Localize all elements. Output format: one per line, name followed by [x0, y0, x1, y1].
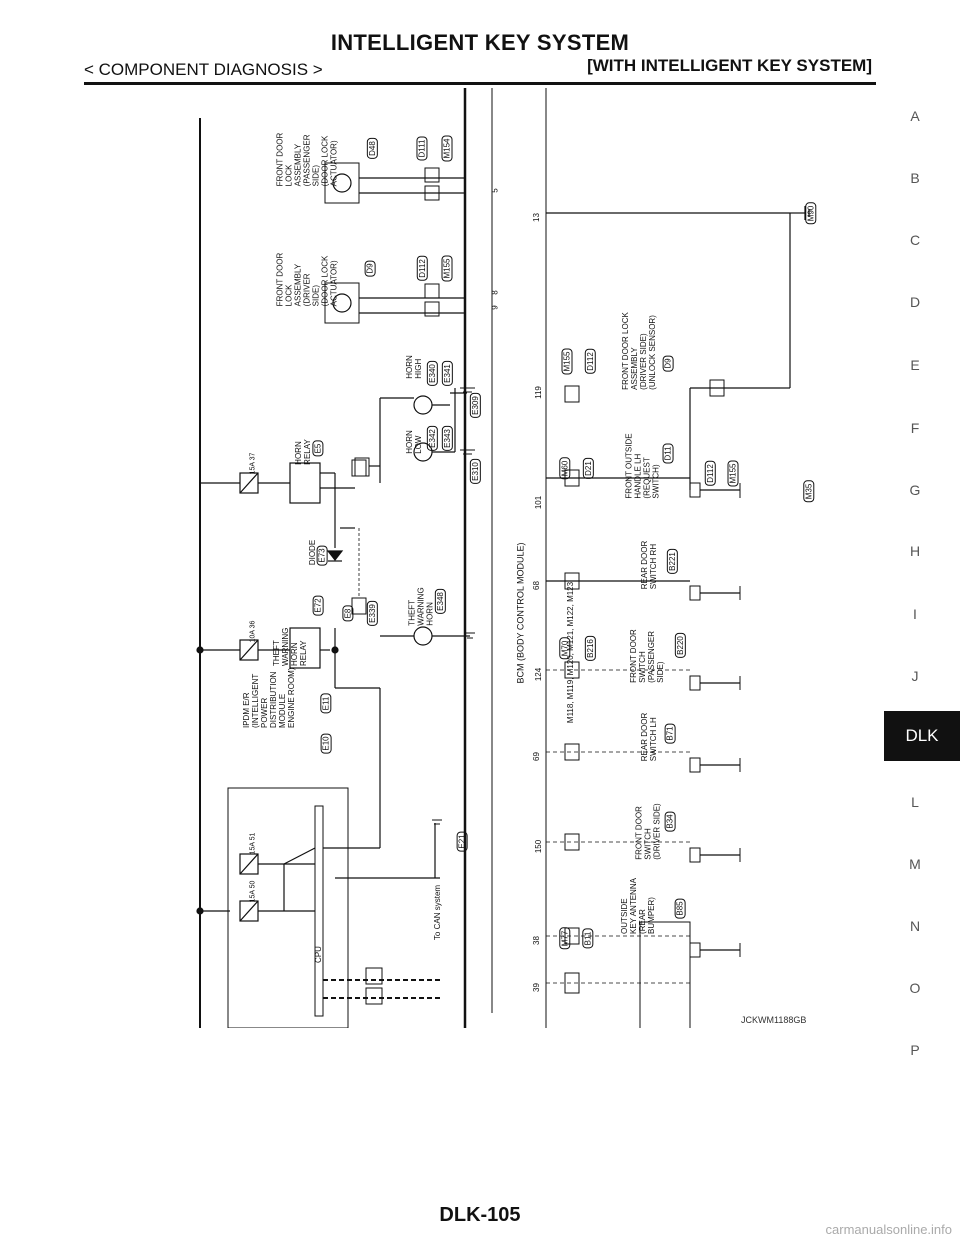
side-tab-active[interactable]: DLK: [884, 711, 960, 761]
antenna-inline-1: M77: [559, 927, 571, 950]
request-inline2-2: M155: [727, 460, 739, 487]
side-letter-d[interactable]: D: [909, 294, 921, 310]
actuator-driver-connector: D9: [364, 260, 376, 277]
diode-connector: E73: [316, 545, 328, 566]
diagram-id: JCKWM1188GB: [741, 1015, 807, 1025]
sw-front-pass-inline-1: M70: [559, 637, 571, 660]
horn-low-connector-2: E343: [441, 426, 453, 451]
ipdm-connector-e11: E11: [320, 693, 332, 714]
header-rule: [84, 82, 876, 85]
horn-relay-connector: E5: [312, 440, 324, 457]
side-letter-c[interactable]: C: [909, 232, 921, 248]
horn-low-connector-1: E342: [426, 426, 438, 451]
bcm-pin-13: 13: [531, 213, 541, 222]
horn-high-connector-1: E340: [426, 361, 438, 386]
junction-connector-e339: E339: [366, 601, 378, 626]
ipdm-fuse-51: 15A 51: [249, 832, 257, 855]
unlock-inline-2: D112: [584, 349, 596, 374]
side-letter-l[interactable]: L: [911, 794, 919, 810]
variant-label: [WITH INTELLIGENT KEY SYSTEM]: [587, 56, 872, 75]
bcm-label: BCM (BODY CONTROL MODULE): [515, 542, 526, 684]
side-letter-p[interactable]: P: [910, 1042, 920, 1058]
watermark: carmanualsonline.info: [825, 1222, 952, 1237]
actuator-pass-inline-1: D111: [416, 136, 428, 161]
theft-relay-connector: E72: [312, 595, 324, 616]
request-inline-1: M60: [559, 457, 571, 480]
actuator-pass-connector: D48: [366, 138, 378, 159]
ground-e309: E309: [469, 393, 481, 418]
side-letter-j[interactable]: J: [911, 668, 919, 684]
sw-rear-lh-connector: B71: [664, 723, 676, 744]
ground-e21: E21: [456, 831, 468, 852]
side-letter-b[interactable]: B: [910, 170, 920, 186]
ground-m90: M90: [805, 202, 817, 225]
request-switch-connector: D11: [662, 443, 674, 464]
actuator-driver-inline-2: M155: [441, 255, 453, 282]
ground-e310: E310: [469, 459, 481, 484]
bcm-pin-150: 150: [534, 839, 544, 854]
side-letter-o[interactable]: O: [909, 980, 921, 996]
ipdm-cpu: CPU: [313, 946, 323, 963]
bcm-pin-69: 69: [531, 752, 541, 761]
actuator-driver-inline-1: D112: [416, 256, 428, 281]
request-inline2-1: D112: [704, 461, 716, 486]
antenna-inline-2: B11: [582, 928, 594, 949]
side-letter-g[interactable]: G: [909, 482, 921, 498]
side-letter-h[interactable]: H: [909, 543, 921, 559]
unlock-sensor-connector: D9: [662, 355, 674, 372]
bcm-pin-119: 119: [533, 386, 543, 399]
fuse-37: 15A 37: [249, 452, 257, 475]
unlock-inline-1: M155: [561, 348, 573, 375]
side-letter-f[interactable]: F: [910, 420, 920, 436]
theft-horn-connector: E348: [434, 589, 446, 614]
bcm-pin-5: 5: [490, 188, 500, 193]
sw-front-pass-inline-2: B216: [584, 636, 596, 661]
horn-high-connector-2: E341: [441, 361, 453, 386]
page-title: INTELLIGENT KEY SYSTEM: [330, 30, 630, 55]
bcm-pin-39: 39: [531, 983, 541, 992]
antenna-connector: B85: [674, 898, 686, 919]
sw-front-driver-connector: B34: [664, 811, 676, 832]
side-letter-i[interactable]: I: [913, 606, 917, 622]
sw-rear-rh-connector: B221: [666, 549, 678, 574]
bcm-pin-8: 8: [490, 290, 500, 295]
bcm-pin-9: 9: [490, 305, 500, 310]
sw-front-pass-connector: B220: [674, 633, 686, 658]
side-letter-a[interactable]: A: [910, 108, 920, 124]
side-letter-m[interactable]: M: [909, 856, 921, 872]
bcm-pin-101: 101: [534, 495, 544, 510]
ipdm-connector-e10: E10: [320, 733, 332, 754]
bcm-pin-38: 38: [531, 936, 541, 945]
actuator-pass-inline-2: M154: [441, 135, 453, 162]
bcm-pin-124: 124: [534, 667, 544, 682]
ground-m35: M35: [803, 480, 815, 503]
fuse-36: 10A 36: [249, 620, 257, 643]
request-inline-2: D21: [582, 458, 594, 479]
side-letter-e[interactable]: E: [910, 357, 920, 373]
side-letter-n[interactable]: N: [909, 918, 921, 934]
ipdm-fuse-50: 15A 50: [249, 880, 257, 903]
page-number: DLK-105: [439, 1204, 521, 1226]
section-label: < COMPONENT DIAGNOSIS >: [84, 60, 323, 79]
junction-connector-e8: E8: [342, 605, 354, 622]
can-label: To CAN system: [433, 884, 443, 941]
bcm-pin-68: 68: [531, 581, 541, 590]
